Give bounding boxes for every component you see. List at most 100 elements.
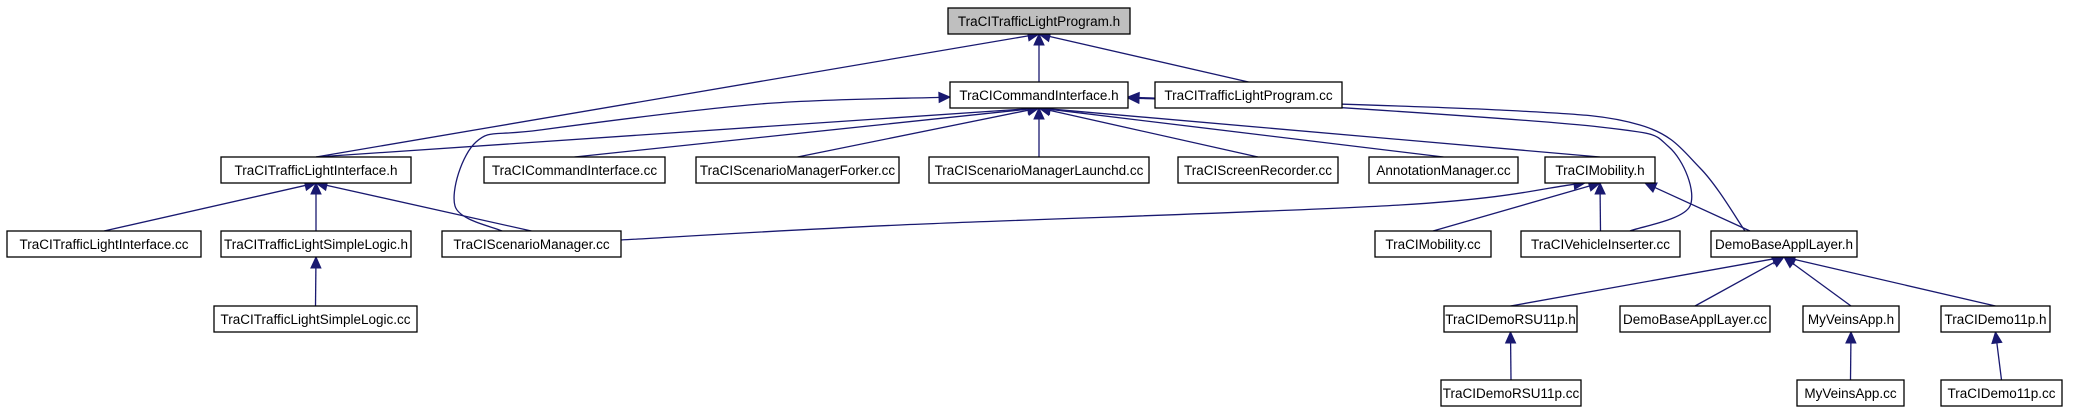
edge-demo11_cc-to-demo11_h — [1991, 330, 2003, 381]
arrowhead-icon — [1033, 106, 1045, 120]
node-label: TraCITrafficLightProgram.h — [958, 14, 1120, 29]
node-cmd-h[interactable]: TraCICommandInterface.h — [949, 81, 1129, 109]
edge-line — [1049, 109, 1259, 158]
node-label: TraCITrafficLightInterface.h — [234, 163, 397, 178]
node-scen-cc[interactable]: TraCIScenarioManager.cc — [441, 230, 622, 258]
edge-forker_cc-to-cmd_h — [797, 104, 1041, 158]
node-box — [220, 230, 412, 258]
node-recorder-cc[interactable]: TraCIScreenRecorder.cc — [1177, 156, 1339, 184]
arrowhead-icon — [310, 181, 322, 195]
node-box — [441, 230, 622, 258]
node-box — [1374, 230, 1492, 258]
node-label: DemoBaseApplLayer.h — [1715, 237, 1853, 252]
edge-line — [1654, 186, 1751, 232]
arrowhead-icon — [1504, 330, 1517, 344]
node-box — [1440, 379, 1582, 407]
node-label: TraCITrafficLightProgram.cc — [1164, 88, 1333, 103]
arrowhead-icon — [1643, 182, 1658, 194]
node-rsu-h[interactable]: TraCIDemoRSU11p.h — [1443, 305, 1578, 333]
node-label: MyVeinsApp.h — [1808, 312, 1894, 327]
edge-mob_h-to-cmd_h — [1037, 103, 1601, 158]
edge-cmd_h-to-prog_h — [1033, 32, 1045, 82]
arrowhead-icon — [1033, 32, 1045, 46]
edge-line — [103, 184, 306, 232]
edge-tlsl_cc-to-tlsl_h — [310, 255, 322, 307]
arrowhead-icon — [1845, 330, 1857, 344]
node-demo11-h[interactable]: TraCIDemo11p.h — [1940, 305, 2051, 333]
graph-edges — [103, 30, 2003, 381]
node-tlsl-cc[interactable]: TraCITrafficLightSimpleLogic.cc — [213, 305, 418, 333]
node-box — [928, 156, 1150, 184]
node-box — [220, 156, 412, 184]
node-tli-cc[interactable]: TraCITrafficLightInterface.cc — [6, 230, 202, 258]
node-label: TraCIScreenRecorder.cc — [1184, 163, 1332, 178]
edge-line — [1694, 261, 1775, 307]
node-label: TraCICommandInterface.cc — [492, 163, 658, 178]
edge-line — [797, 109, 1029, 158]
node-label: TraCIMobility.h — [1555, 163, 1644, 178]
node-rsu-cc[interactable]: TraCIDemoRSU11p.cc — [1440, 379, 1582, 407]
node-box — [1619, 305, 1771, 333]
node-mob-cc[interactable]: TraCIMobility.cc — [1374, 230, 1492, 258]
node-box — [1154, 81, 1343, 109]
edge-tli_h-to-prog_h — [315, 30, 1041, 158]
edge-line — [315, 35, 1029, 158]
arrowhead-icon — [310, 255, 322, 269]
edge-line — [326, 184, 532, 232]
edge-line — [1049, 35, 1249, 83]
arrowhead-icon — [1594, 181, 1606, 195]
node-dbal-cc[interactable]: DemoBaseApplLayer.cc — [1619, 305, 1771, 333]
node-demo11-cc[interactable]: TraCIDemo11p.cc — [1940, 379, 2063, 407]
edge-rsu_cc-to-rsu_h — [1504, 330, 1517, 381]
edge-line — [620, 183, 1575, 241]
node-box — [947, 7, 1131, 35]
node-mob-h[interactable]: TraCIMobility.h — [1544, 156, 1656, 184]
node-label: TraCIDemo11p.cc — [1947, 386, 2055, 401]
arrowhead-icon — [938, 91, 952, 104]
node-box — [483, 156, 666, 184]
node-label: TraCIScenarioManagerForker.cc — [700, 163, 896, 178]
node-launchd-cc[interactable]: TraCIScenarioManagerLaunchd.cc — [928, 156, 1150, 184]
node-label: TraCITrafficLightSimpleLogic.h — [224, 237, 408, 252]
node-label: TraCIScenarioManager.cc — [453, 237, 610, 252]
node-veins-cc[interactable]: MyVeinsApp.cc — [1796, 379, 1905, 407]
node-prog-h[interactable]: TraCITrafficLightProgram.h — [947, 7, 1131, 35]
node-label: MyVeinsApp.cc — [1804, 386, 1897, 401]
edge-dbal_h-to-mob_h — [1643, 182, 1751, 232]
edge-line — [1794, 258, 1996, 307]
node-forker-cc[interactable]: TraCIScenarioManagerForker.cc — [695, 156, 900, 184]
arrowhead-icon — [1991, 330, 2003, 345]
node-vins-cc[interactable]: TraCIVehicleInserter.cc — [1520, 230, 1681, 258]
node-label: TraCIDemo11p.h — [1944, 312, 2046, 327]
node-tli-h[interactable]: TraCITrafficLightInterface.h — [220, 156, 412, 184]
edge-line — [574, 108, 1029, 158]
node-label: TraCICommandInterface.h — [959, 88, 1118, 103]
node-annot-cc[interactable]: AnnotationManager.cc — [1368, 156, 1519, 184]
edge-tlsl_h-to-tli_h — [310, 181, 322, 231]
edge-prog_cc-to-prog_h — [1037, 30, 1249, 83]
edge-line — [1996, 342, 2003, 381]
node-label: AnnotationManager.cc — [1376, 163, 1511, 178]
node-box — [1177, 156, 1339, 184]
node-box — [1443, 305, 1578, 333]
edge-scen_cc-to-tli_h — [314, 179, 532, 232]
edge-recorder_cc-to-cmd_h — [1037, 104, 1259, 158]
node-tlsl-h[interactable]: TraCITrafficLightSimpleLogic.h — [220, 230, 412, 258]
node-prog-cc[interactable]: TraCITrafficLightProgram.cc — [1154, 81, 1343, 109]
edge-line — [1432, 185, 1590, 232]
node-label: TraCIDemoRSU11p.cc — [1443, 386, 1580, 401]
node-label: TraCIMobility.cc — [1385, 237, 1481, 252]
edge-scen_cc-to-cmd_h — [453, 91, 952, 232]
node-veins-h[interactable]: MyVeinsApp.h — [1802, 305, 1900, 333]
node-label: TraCIVehicleInserter.cc — [1531, 237, 1670, 252]
node-label: TraCIDemoRSU11p.h — [1445, 312, 1576, 327]
arrowhead-icon — [1771, 256, 1786, 268]
node-cmd-cc[interactable]: TraCICommandInterface.cc — [483, 156, 666, 184]
node-dbal-h[interactable]: DemoBaseApplLayer.h — [1710, 230, 1858, 258]
edge-line — [1510, 258, 1774, 307]
node-label: DemoBaseApplLayer.cc — [1623, 312, 1767, 327]
node-label: TraCITrafficLightSimpleLogic.cc — [220, 312, 410, 327]
edge-annot_cc-to-cmd_h — [1037, 103, 1444, 158]
node-box — [1368, 156, 1519, 184]
node-label: TraCIScenarioManagerLaunchd.cc — [935, 163, 1144, 178]
